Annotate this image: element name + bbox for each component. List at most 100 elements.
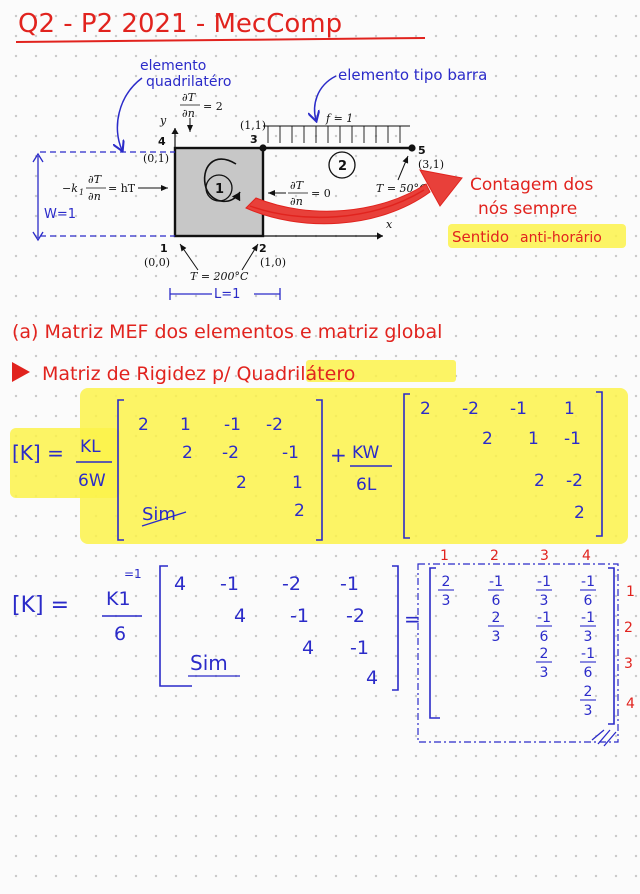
node-order-arrow [203,158,241,203]
element-2-label: 2 [338,159,347,174]
problem-figure: f = 1 y x 4 (0,1) 3 (1,1) 5 (3,1) 1 (0,0… [62,91,444,283]
m1-cell: -1 [282,443,299,463]
m2-cell: -2 [566,471,583,491]
y-axis-label: y [159,114,167,127]
m2-cell: 1 [528,429,539,449]
m-cell: 4 [234,605,246,627]
m-cell: -2 [346,605,365,627]
bc-mid-den: ∂n [290,195,303,208]
row-label: 2 [624,620,633,636]
result-cell-numerator: 2 [540,646,549,662]
result-col-labels: 1 2 3 4 [440,548,591,564]
result-row-labels: 1 2 3 4 [624,584,635,712]
eq1-sim: Sim [142,504,176,525]
col-label: 4 [582,548,591,564]
m1-cell: 2 [138,415,149,435]
annotation-quadrilatero: quadrilatéro [146,74,231,90]
result-cell-denominator: 3 [492,629,501,645]
eq1-m2-bracket-left [403,393,410,539]
m1-cell: 2 [182,443,193,463]
node-number-2: 2 [259,242,267,255]
eq2-k-eq: =1 [124,567,142,581]
title-underline [15,37,426,43]
eq1-sim-underline [141,511,187,527]
col-label: 3 [540,548,549,564]
node-number-3: 3 [250,133,258,146]
result-cell-numerator: 2 [442,574,451,590]
highlight-eq1-lhs [10,428,120,498]
result-cell-denominator: 6 [584,665,593,681]
result-cell-numerator: -1 [581,610,595,626]
page-title: Q2 - P2 2021 - MecComp [18,9,342,39]
node-marker-5 [408,144,416,152]
node-coord-5: (3,1) [418,158,444,171]
m-cell: -2 [282,573,301,595]
eq1-plus: + [330,443,347,467]
result-cell-denominator: 3 [540,665,549,681]
col-label: 2 [490,548,499,564]
m1-cell: 2 [236,473,247,493]
section-a-heading: (a) Matriz MEF dos elementos e matriz gl… [12,321,442,343]
eq2-coef-den: 6 [114,623,126,645]
col-label: 1 [440,548,449,564]
eq2-m-bracket-left [159,565,192,687]
m1-cell: 1 [292,473,303,493]
red-stroke [249,189,425,219]
eq1-matrix-1: 2 1 -1 -2 2 -2 -1 2 1 2 Sim [138,415,305,527]
bc-top-num: ∂T [182,91,197,104]
eq1-coef2-den: 6L [356,475,377,495]
result-box [417,563,619,743]
subsection-heading: Matriz de Rigidez p/ Quadrilátero [42,363,355,385]
m-cell: 4 [302,637,314,659]
result-cell-denominator: 3 [584,629,593,645]
row-label: 1 [626,584,635,600]
temp-right-arrow [397,155,409,181]
highlight-subsection [306,360,456,382]
eq1-coef2-num: KW [352,443,380,463]
arrow-to-bar [315,75,337,120]
m-cell: -1 [220,573,239,595]
result-cell-numerator: -1 [537,574,551,590]
node-number-1: 1 [160,242,168,255]
temp-bottom: T = 200°C [190,270,249,283]
note-anti-horario: anti-horário [520,230,602,246]
eq2-sim: Sim [190,651,228,675]
m-cell: -1 [350,637,369,659]
eq2-matrix: 4 -1 -2 -1 4 -1 -2 4 -1 4 Sim [174,573,378,689]
m2-cell: 2 [574,503,585,523]
node-coord-4: (0,1) [143,152,169,165]
m2-cell: 1 [564,399,575,419]
result-cell-denominator: 6 [540,629,549,645]
m2-cell: -1 [510,399,527,419]
element-1-label: 1 [215,182,224,197]
m-cell: 4 [366,667,378,689]
l-dim-gap [212,286,254,296]
m2-cell: 2 [482,429,493,449]
result-cell-denominator: 3 [584,703,593,719]
result-cell-denominator: 3 [442,593,451,609]
m2-cell: -1 [564,429,581,449]
arrow-to-quad [117,77,143,150]
bc-left-pre: −k [62,182,78,195]
row-label: 3 [624,656,633,672]
load-arrows [267,126,401,143]
m-cell: -1 [340,573,359,595]
result-cell-denominator: 6 [492,593,501,609]
temp-bottom-arrow-left [179,243,199,271]
bc-left-sub: 1 [79,188,84,197]
m2-cell: 2 [420,399,431,419]
bc-mid-num: ∂T [290,179,305,192]
eq1-m1-bracket-left [117,399,124,541]
result-cell-numerator: 2 [492,610,501,626]
eq1-m1-bracket-right [316,399,323,541]
node-coord-1: (0,0) [144,256,170,269]
l-dim-label: L=1 [214,287,240,302]
eq1-matrix-2: 2 -2 -1 1 2 1 -1 2 -2 2 [420,399,585,523]
eq2-equals: = [404,607,421,631]
result-cell-denominator: 3 [540,593,549,609]
red-swoosh [245,183,431,225]
eq1-coef1-den: 6W [78,471,106,491]
red-arrowhead [419,169,463,207]
result-cell-denominator: 6 [584,593,593,609]
